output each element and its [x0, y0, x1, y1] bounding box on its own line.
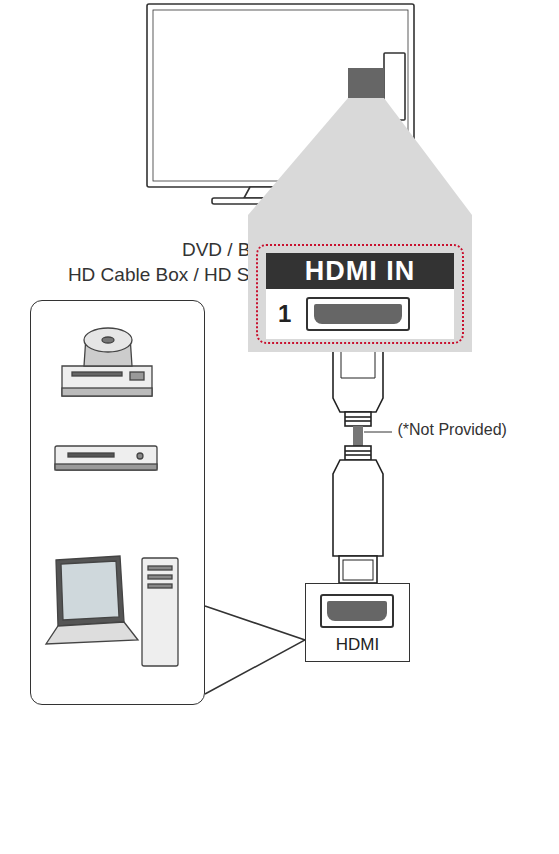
connector-panel: HDMI IN 1	[248, 215, 472, 352]
hdmi-port-socket	[327, 601, 387, 621]
device-callout-box: DVD / Blu-Ray / HD Cable Box / HD STB / …	[30, 300, 205, 705]
hdmi-port	[306, 297, 410, 331]
hdmi-header-bar: HDMI IN	[266, 253, 454, 289]
hdmi-plug-upper	[333, 345, 383, 426]
port-label: HDMI	[306, 635, 409, 655]
hdmi-plug-lower	[333, 446, 383, 583]
computer-icon	[46, 556, 178, 666]
cable	[353, 426, 363, 446]
dvd-player-icon	[62, 328, 152, 396]
zoom-callout	[248, 98, 472, 215]
leader-line	[364, 432, 392, 433]
hdmi-port-socket	[314, 304, 402, 324]
port-row: 1	[266, 289, 454, 339]
tv-port-area	[348, 68, 384, 98]
hdmi-port	[320, 594, 394, 628]
bluray-player-icon	[55, 446, 157, 470]
callout-pointer	[205, 606, 305, 694]
note-label: (*Not Provided)	[396, 421, 509, 439]
port-heading: HDMI IN	[305, 256, 416, 287]
hdmi-output-box: HDMI	[305, 583, 410, 662]
port-number: 1	[278, 300, 291, 328]
